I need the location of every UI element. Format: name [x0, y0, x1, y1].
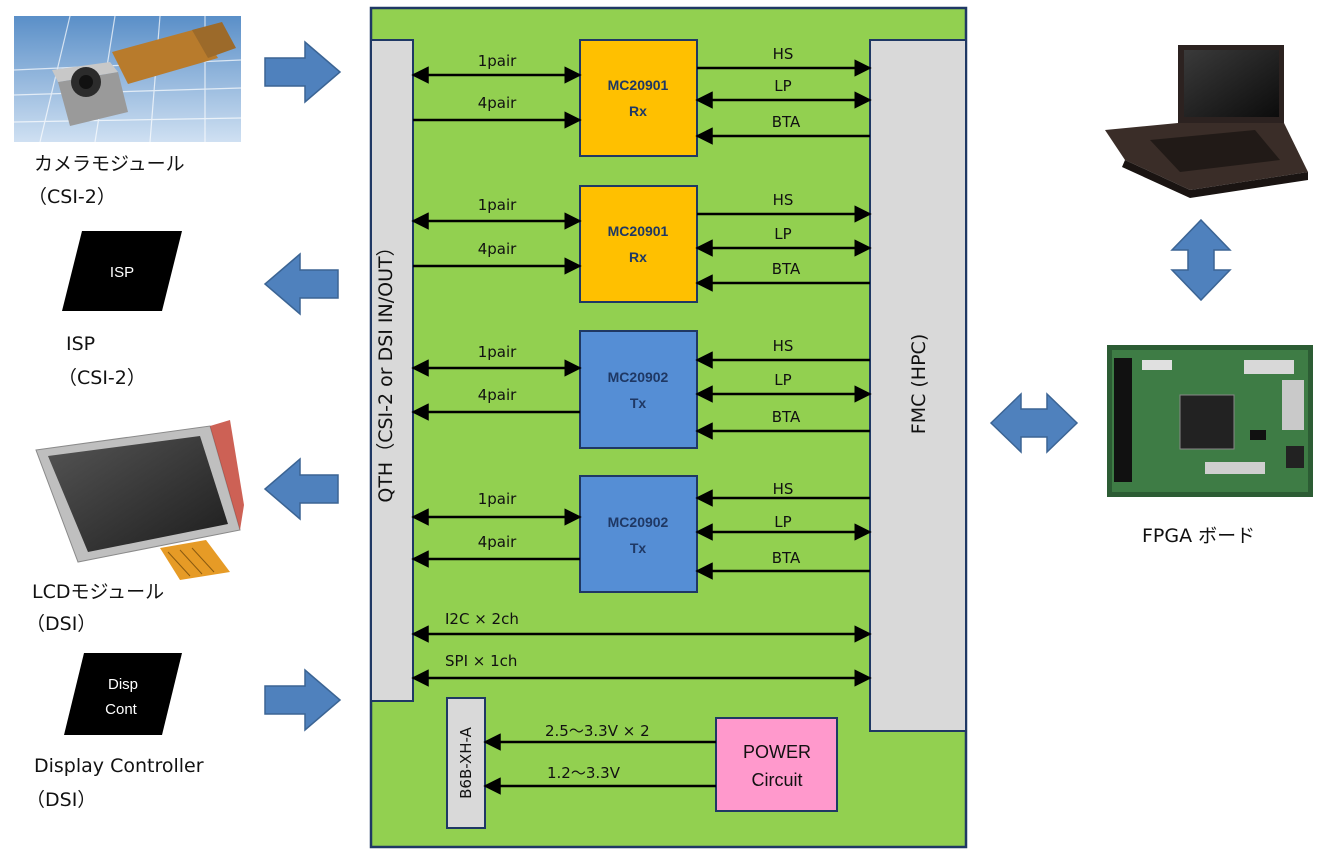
label-4pair: 4pair [478, 386, 517, 404]
power-circuit [715, 717, 838, 812]
isp-name: ISP [66, 333, 95, 355]
power-rail-1-label: 2.5～3.3V × 2 [545, 722, 650, 740]
bus-i2c-label: I2C × 2ch [445, 610, 519, 628]
label-4pair: 4pair [478, 533, 517, 551]
arrow-disp-in [264, 668, 342, 732]
chip-block-1: MC20901 Rx 1pair 4pair HS LP BTA [411, 39, 872, 157]
chip-dir: Rx [629, 249, 647, 265]
label-1pair: 1pair [478, 343, 517, 361]
chip-dir: Tx [630, 540, 647, 556]
label-4pair: 4pair [478, 94, 517, 112]
label-4pair: 4pair [478, 240, 517, 258]
label-bta: BTA [772, 113, 801, 131]
lcd-module-image [35, 420, 244, 580]
chip-block-2: MC20901 Rx 1pair 4pair HS LP BTA [411, 185, 872, 303]
power-line1: POWER [743, 742, 811, 762]
label-bta: BTA [772, 260, 801, 278]
power-connector-label: B6B-XH-A [457, 726, 475, 798]
power-rail-2-label: 1.2～3.3V [547, 764, 621, 782]
chip-name: MC20901 [608, 77, 669, 93]
chip-block-3: MC20902 Tx 1pair 4pair HS LP BTA [411, 330, 872, 449]
label-hs: HS [773, 480, 794, 498]
arrow-laptop-fpga [1170, 218, 1232, 302]
qth-label: QTH（CSI-2 or DSI IN/OUT） [375, 237, 397, 502]
arrow-camera-in [264, 40, 342, 104]
power-connector [446, 697, 486, 829]
chip-name: MC20902 [608, 369, 669, 385]
label-hs: HS [773, 45, 794, 63]
disp-sub: （DSI） [26, 789, 96, 811]
label-hs: HS [773, 337, 794, 355]
lcd-sub: （DSI） [26, 613, 96, 635]
fpga-name: FPGA ボード [1142, 525, 1255, 547]
chip-tx-1 [579, 330, 698, 449]
label-hs: HS [773, 191, 794, 209]
arrow-board-fpga [989, 392, 1079, 454]
disp-tile-line1: Disp [108, 676, 138, 693]
chip-name: MC20901 [608, 223, 669, 239]
label-bta: BTA [772, 549, 801, 567]
label-lp: LP [774, 225, 791, 243]
lcd-name: LCDモジュール [32, 581, 164, 603]
isp-tile-label: ISP [110, 264, 134, 281]
chip-name: MC20902 [608, 514, 669, 530]
chip-rx-2 [579, 185, 698, 303]
camera-name: カメラモジュール [34, 153, 185, 175]
chip-block-4: MC20902 Tx 1pair 4pair HS LP BTA [411, 475, 872, 593]
isp-sub: （CSI-2） [58, 367, 146, 389]
disp-name: Display Controller [34, 755, 204, 777]
label-lp: LP [774, 513, 791, 531]
power-line2: Circuit [751, 770, 802, 790]
bus-spi-label: SPI × 1ch [445, 652, 517, 670]
camera-sub: （CSI-2） [28, 186, 116, 208]
label-1pair: 1pair [478, 52, 517, 70]
label-bta: BTA [772, 408, 801, 426]
isp-tile [62, 231, 182, 311]
label-1pair: 1pair [478, 196, 517, 214]
arrow-isp-out [263, 252, 339, 316]
fpga-board-image [1107, 345, 1313, 497]
chip-dir: Tx [630, 395, 647, 411]
chip-rx-1 [579, 39, 698, 157]
arrow-lcd-out [263, 457, 339, 521]
chip-tx-2 [579, 475, 698, 593]
disp-tile-line2: Cont [105, 701, 138, 718]
label-1pair: 1pair [478, 490, 517, 508]
chip-dir: Rx [629, 103, 647, 119]
disp-tile [64, 653, 182, 735]
laptop-image [1105, 45, 1308, 198]
fmc-label: FMC (HPC) [908, 334, 930, 434]
camera-module-image [13, 15, 242, 143]
label-lp: LP [774, 77, 791, 95]
label-lp: LP [774, 371, 791, 389]
